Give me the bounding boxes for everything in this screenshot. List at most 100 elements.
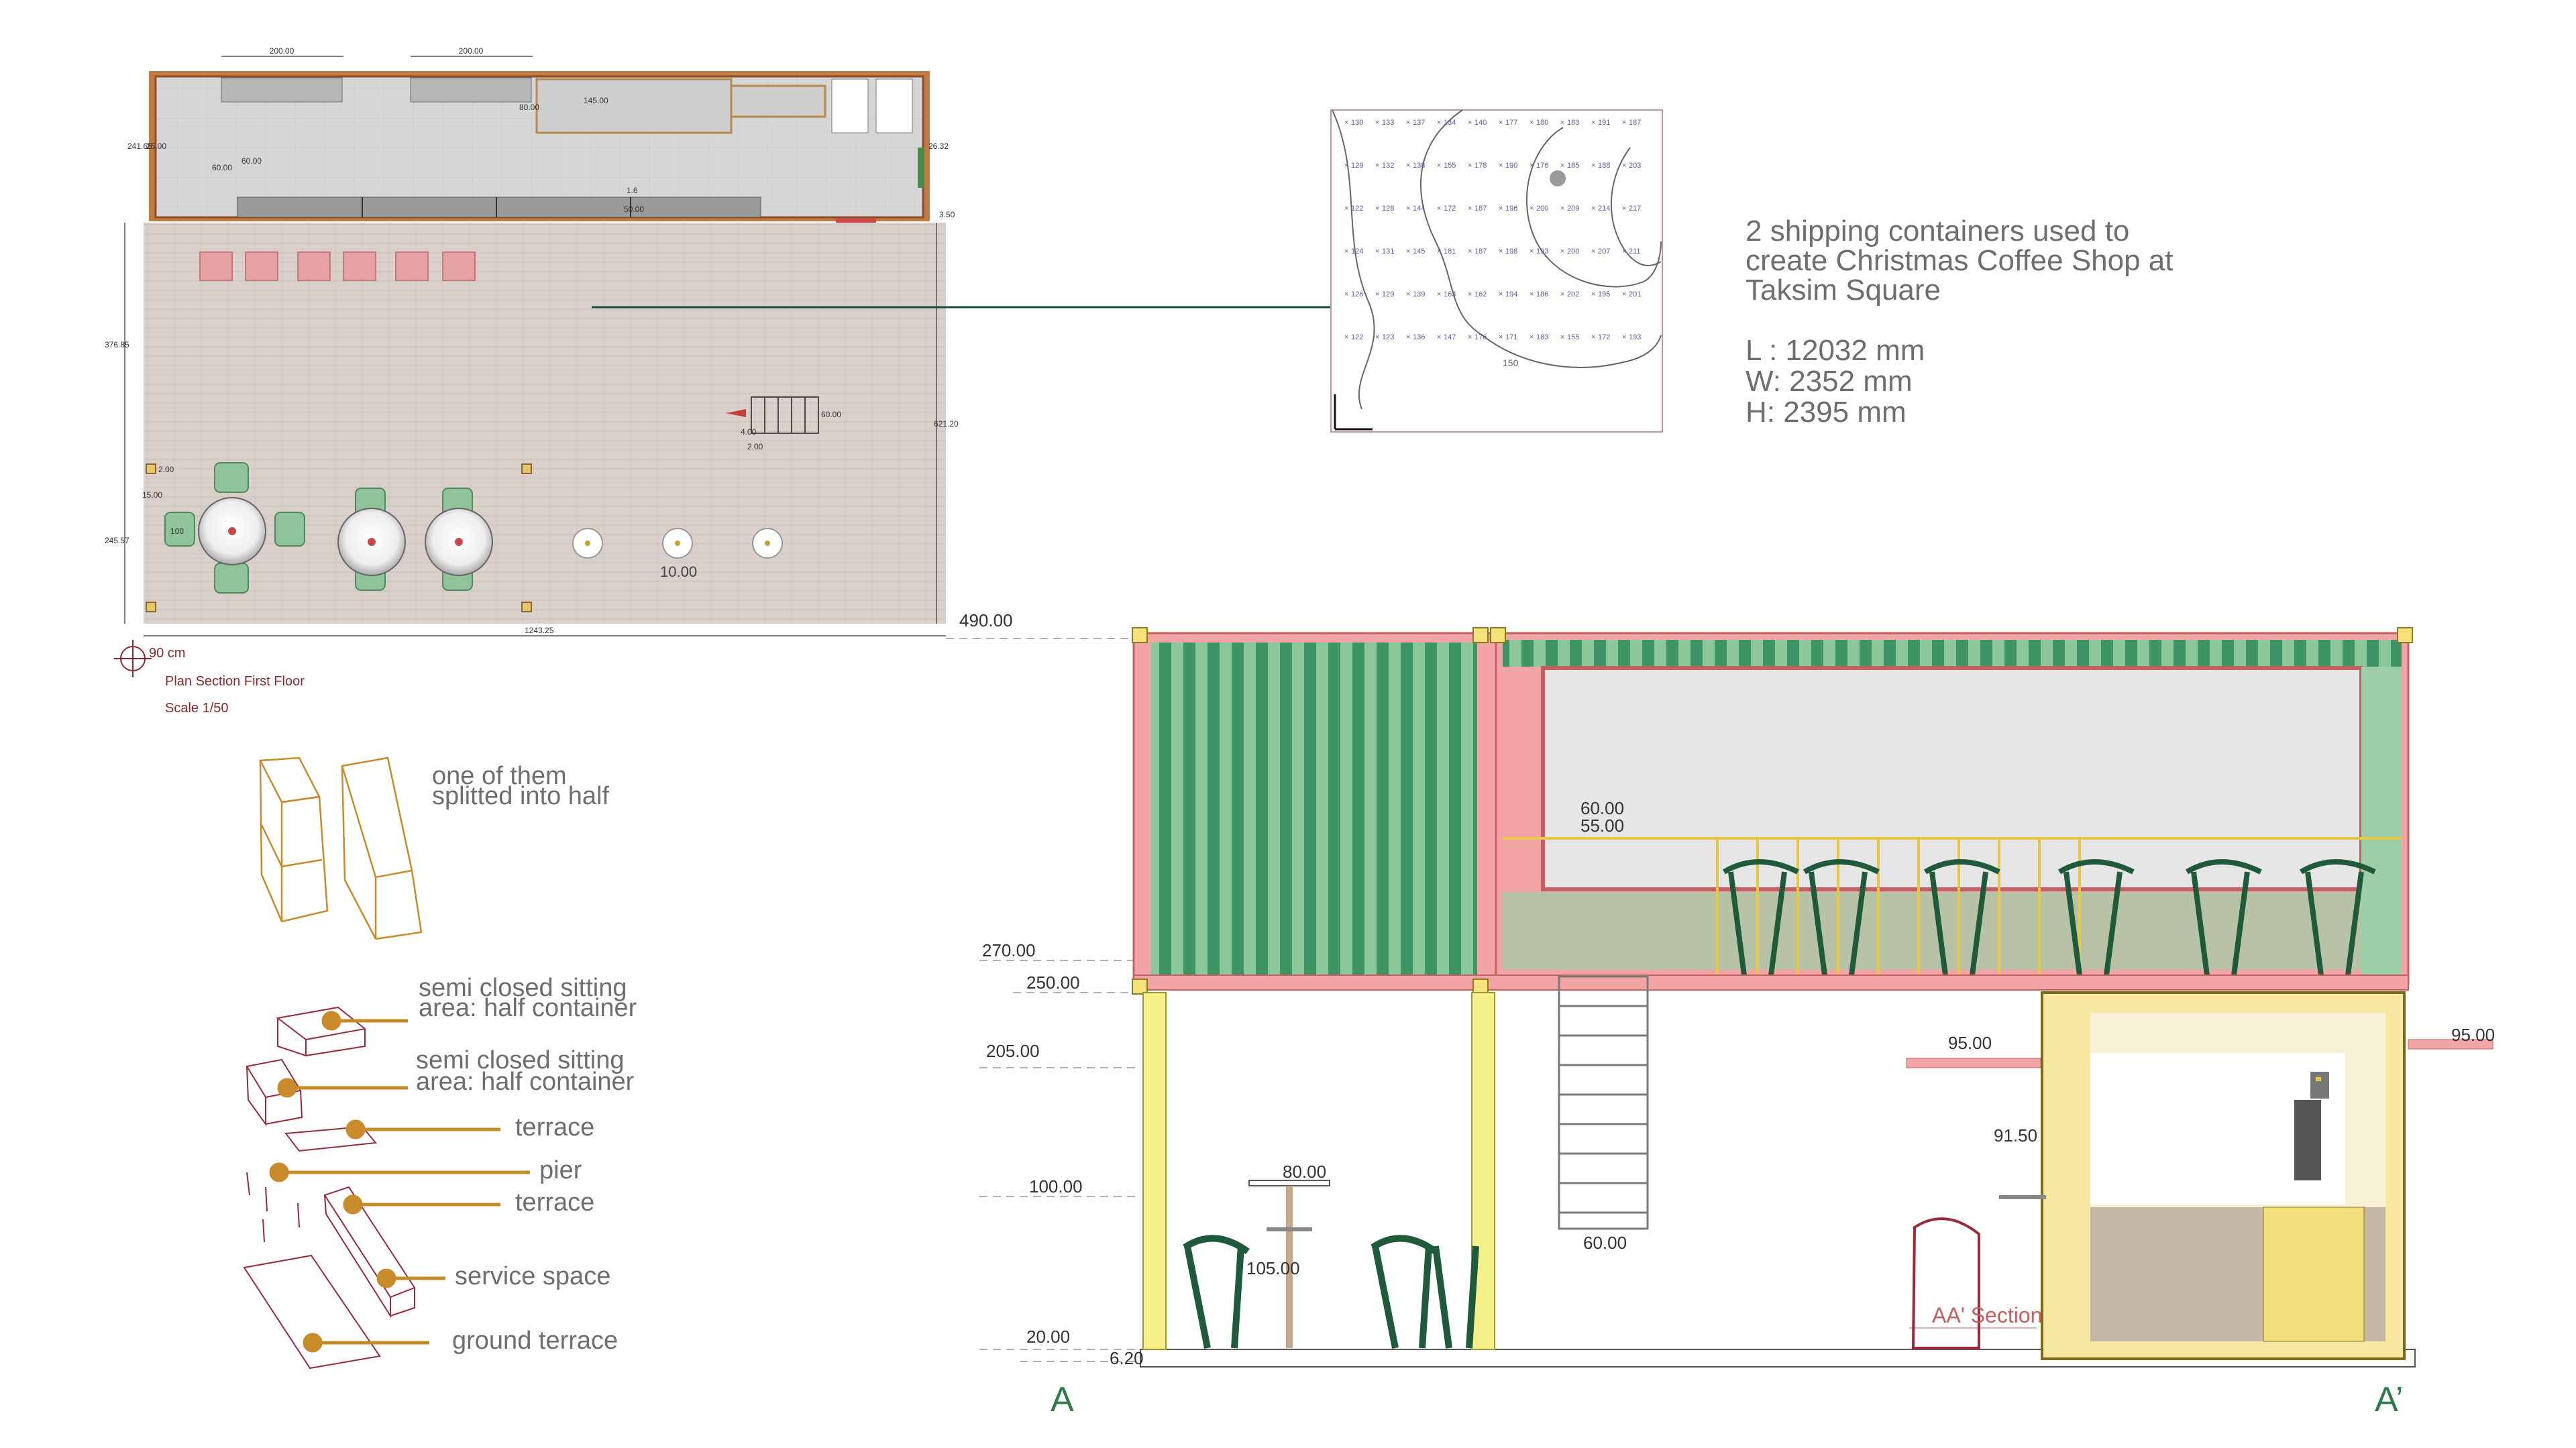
site-grid-mark: × xyxy=(1560,247,1564,256)
site-grid-value: 155 xyxy=(1444,162,1456,170)
diagram-label-service: service space xyxy=(455,1262,611,1290)
site-grid-mark: × xyxy=(1622,290,1626,298)
level-6: 6.20 xyxy=(1110,1348,1144,1368)
site-grid-mark: × xyxy=(1499,333,1503,341)
site-grid-value: 177 xyxy=(1505,119,1517,127)
plan-dim-50: 50.00 xyxy=(624,205,644,214)
site-grid-value: 207 xyxy=(1598,247,1610,256)
description-line1: 2 shipping containers used to xyxy=(1746,215,2130,247)
site-grid-value: 139 xyxy=(1413,290,1425,298)
site-grid-value: 131 xyxy=(1382,247,1394,256)
description-line2: create Christmas Coffee Shop at xyxy=(1746,244,2174,277)
level-20: 20.00 xyxy=(1026,1327,1070,1347)
site-grid-mark: × xyxy=(1499,162,1503,170)
site-grid-mark: × xyxy=(1499,247,1503,256)
plan-dim-241: 241.65 xyxy=(127,142,152,151)
plan-section xyxy=(114,56,1348,677)
site-grid-mark: × xyxy=(1591,162,1595,170)
site-grid-mark: × xyxy=(1622,333,1626,341)
dim-5500: 55.00 xyxy=(1580,816,1624,836)
plan-dim-62120: 621.20 xyxy=(934,419,959,429)
site-grid-value: 129 xyxy=(1351,162,1363,170)
site-grid-value: 162 xyxy=(1474,290,1487,298)
site-grid-mark: × xyxy=(1468,290,1472,298)
level-490: 490.00 xyxy=(959,610,1013,630)
site-grid-value: 196 xyxy=(1505,205,1517,213)
massing-parts xyxy=(243,1006,416,1370)
deck-floor xyxy=(144,223,946,624)
level-100: 100.00 xyxy=(1029,1176,1083,1196)
site-grid-value: 171 xyxy=(1505,333,1517,341)
site-grid-mark: × xyxy=(1406,205,1410,213)
site-grid-mark: × xyxy=(1499,119,1503,127)
site-grid-value: 198 xyxy=(1505,247,1517,256)
site-grid-mark: × xyxy=(1437,247,1441,256)
plan-dim-25: 25.00 xyxy=(146,142,166,151)
plan-dim-145: 145.00 xyxy=(584,96,608,105)
site-grid-mark: × xyxy=(1344,333,1348,341)
site-grid-mark: × xyxy=(1406,333,1410,341)
site-grid-mark: × xyxy=(1529,290,1534,298)
site-grid-mark: × xyxy=(1468,162,1472,170)
site-grid-mark: × xyxy=(1375,247,1379,256)
level-250: 250.00 xyxy=(1026,972,1080,993)
level-205: 205.00 xyxy=(986,1041,1040,1061)
site-grid-value: 186 xyxy=(1536,290,1548,298)
site-grid-value: 176 xyxy=(1536,162,1548,170)
plan-dim-400: 4.00 xyxy=(741,427,757,437)
site-grid-mark: × xyxy=(1560,205,1564,213)
site-grid-mark: × xyxy=(1344,290,1348,298)
site-grid-value: 195 xyxy=(1598,290,1610,298)
site-grid-mark: × xyxy=(1344,162,1348,170)
site-grid-value: 155 xyxy=(1567,333,1579,341)
plan-dim-1500: 15.00 xyxy=(142,490,162,500)
section-title: AA' Section xyxy=(1932,1303,2042,1327)
site-grid-value: 190 xyxy=(1505,162,1517,170)
site-grid-value: 128 xyxy=(1382,205,1394,213)
site-grid-value: 133 xyxy=(1382,119,1394,127)
diagram-label-2b: area: half container xyxy=(419,994,637,1022)
section-mark-a: A xyxy=(1051,1380,1074,1419)
site-grid-value: 137 xyxy=(1413,119,1425,127)
site-grid-value: 193 xyxy=(1629,333,1641,341)
site-grid-value: 140 xyxy=(1474,119,1487,127)
round-tables xyxy=(198,497,783,576)
site-grid-mark: × xyxy=(1622,247,1626,256)
diagram-label-2a: semi closed sitting xyxy=(419,974,627,1002)
diagram-label-terrace-2: terrace xyxy=(515,1188,595,1217)
dim-6000: 60.00 xyxy=(1580,798,1624,818)
dimension-width: W: 2352 mm xyxy=(1746,365,1913,398)
site-grid-mark: × xyxy=(1406,290,1410,298)
diagram-label-3a: semi closed sitting xyxy=(416,1046,625,1074)
dim-9500a: 95.00 xyxy=(1948,1033,1992,1053)
site-grid-value: 130 xyxy=(1351,119,1363,127)
site-grid-value: 191 xyxy=(1598,119,1610,127)
site-contour-label: 150 xyxy=(1503,357,1519,368)
site-grid-mark: × xyxy=(1344,119,1348,127)
site-grid-value: 176 xyxy=(1474,333,1487,341)
site-grid-mark: × xyxy=(1560,162,1564,170)
site-grid-mark: × xyxy=(1375,290,1379,298)
site-grid-mark: × xyxy=(1591,247,1595,256)
plan-dim-24557: 245.57 xyxy=(105,536,129,545)
site-grid-mark: × xyxy=(1344,247,1348,256)
site-grid-mark: × xyxy=(1529,162,1534,170)
site-grid-mark: × xyxy=(1468,205,1472,213)
site-grid-mark: × xyxy=(1406,119,1410,127)
site-grid-value: 147 xyxy=(1444,333,1456,341)
plan-dim-60c: 60.00 xyxy=(821,410,841,419)
dim-8000: 80.00 xyxy=(1283,1162,1326,1182)
site-grid-mark: × xyxy=(1529,333,1534,341)
plan-dim-total: 1243.25 xyxy=(525,626,554,635)
site-grid-mark: × xyxy=(1529,119,1534,127)
site-grid-value: 187 xyxy=(1629,119,1641,127)
diagram-label-pier: pier xyxy=(539,1156,582,1184)
site-grid-value: 202 xyxy=(1567,290,1579,298)
dim-9500b: 95.00 xyxy=(2451,1025,2495,1045)
plan-dim-80: 80.00 xyxy=(519,103,539,112)
site-grid-value: 200 xyxy=(1536,205,1548,213)
diagram-label-terrace-1: terrace xyxy=(515,1113,595,1141)
site-grid-value: 124 xyxy=(1351,247,1363,256)
massing-diagram xyxy=(259,757,423,940)
site-grid-value: 180 xyxy=(1536,119,1548,127)
